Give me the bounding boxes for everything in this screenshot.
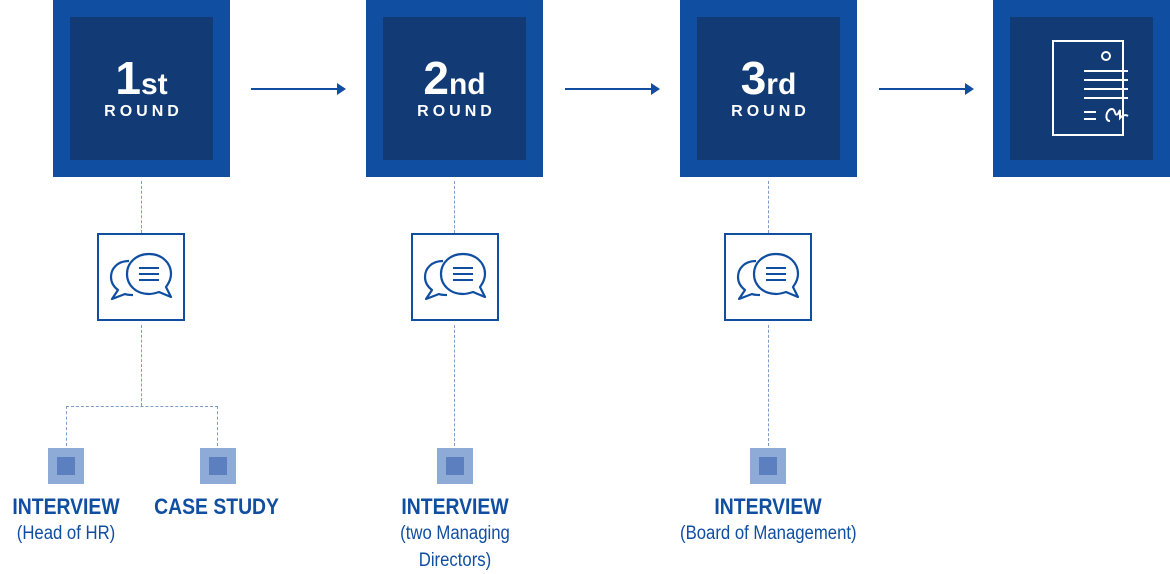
chat-box-1 <box>97 233 185 321</box>
connector-line <box>454 325 455 446</box>
step-marker <box>750 448 786 484</box>
step-title: INTERVIEW <box>401 494 509 519</box>
step-marker-core <box>446 457 464 475</box>
chat-bubbles-icon <box>423 252 487 301</box>
round-2-number: 2nd <box>423 52 486 104</box>
step-detail: (Head of HR) <box>16 523 116 544</box>
connector-line <box>66 406 218 407</box>
step-marker <box>48 448 84 484</box>
arrow-right-icon <box>565 83 660 95</box>
round-3-inner: 3rd ROUND <box>697 17 840 160</box>
arrow-right-icon <box>251 83 346 95</box>
step-marker-core <box>57 457 75 475</box>
round-1-inner: 1st ROUND <box>70 17 213 160</box>
connector-line <box>768 181 769 233</box>
connector-line <box>141 325 142 406</box>
round-1-box: 1st ROUND <box>53 0 230 177</box>
signed-contract-icon <box>1052 40 1129 136</box>
chat-bubbles-icon <box>736 252 800 301</box>
contract-box <box>993 0 1170 177</box>
connector-line <box>768 325 769 446</box>
connector-line <box>141 181 142 233</box>
round-1-label: ROUND <box>104 103 183 120</box>
step-label-case-study: CASE STUDY <box>146 494 282 520</box>
connector-line <box>454 181 455 233</box>
step-marker <box>200 448 236 484</box>
connector-line <box>217 406 218 446</box>
step-detail: (Board of Management) <box>680 523 857 544</box>
arrow-right-icon <box>879 83 974 95</box>
contract-inner <box>1010 17 1153 160</box>
step-label-interview-board: INTERVIEW (Board of Management) <box>668 494 868 547</box>
connector-line <box>66 406 67 446</box>
round-2-inner: 2nd ROUND <box>383 17 526 160</box>
step-title: INTERVIEW <box>12 494 120 519</box>
step-title: CASE STUDY <box>154 494 279 519</box>
round-2-box: 2nd ROUND <box>366 0 543 177</box>
round-3-label: ROUND <box>731 103 810 120</box>
round-1-number: 1st <box>115 52 168 104</box>
round-3-number: 3rd <box>740 52 797 104</box>
step-marker <box>437 448 473 484</box>
step-label-interview-hr: INTERVIEW (Head of HR) <box>0 494 132 547</box>
step-detail: (two Managing <box>400 523 510 544</box>
chat-bubbles-icon <box>109 252 173 301</box>
step-label-interview-directors: INTERVIEW (two Managing Directors) <box>381 494 529 574</box>
chat-box-2 <box>411 233 499 321</box>
step-detail: Directors) <box>418 550 492 571</box>
round-3-box: 3rd ROUND <box>680 0 857 177</box>
step-title: INTERVIEW <box>714 494 822 519</box>
step-marker-core <box>209 457 227 475</box>
step-marker-core <box>759 457 777 475</box>
chat-box-3 <box>724 233 812 321</box>
round-2-label: ROUND <box>417 103 496 120</box>
